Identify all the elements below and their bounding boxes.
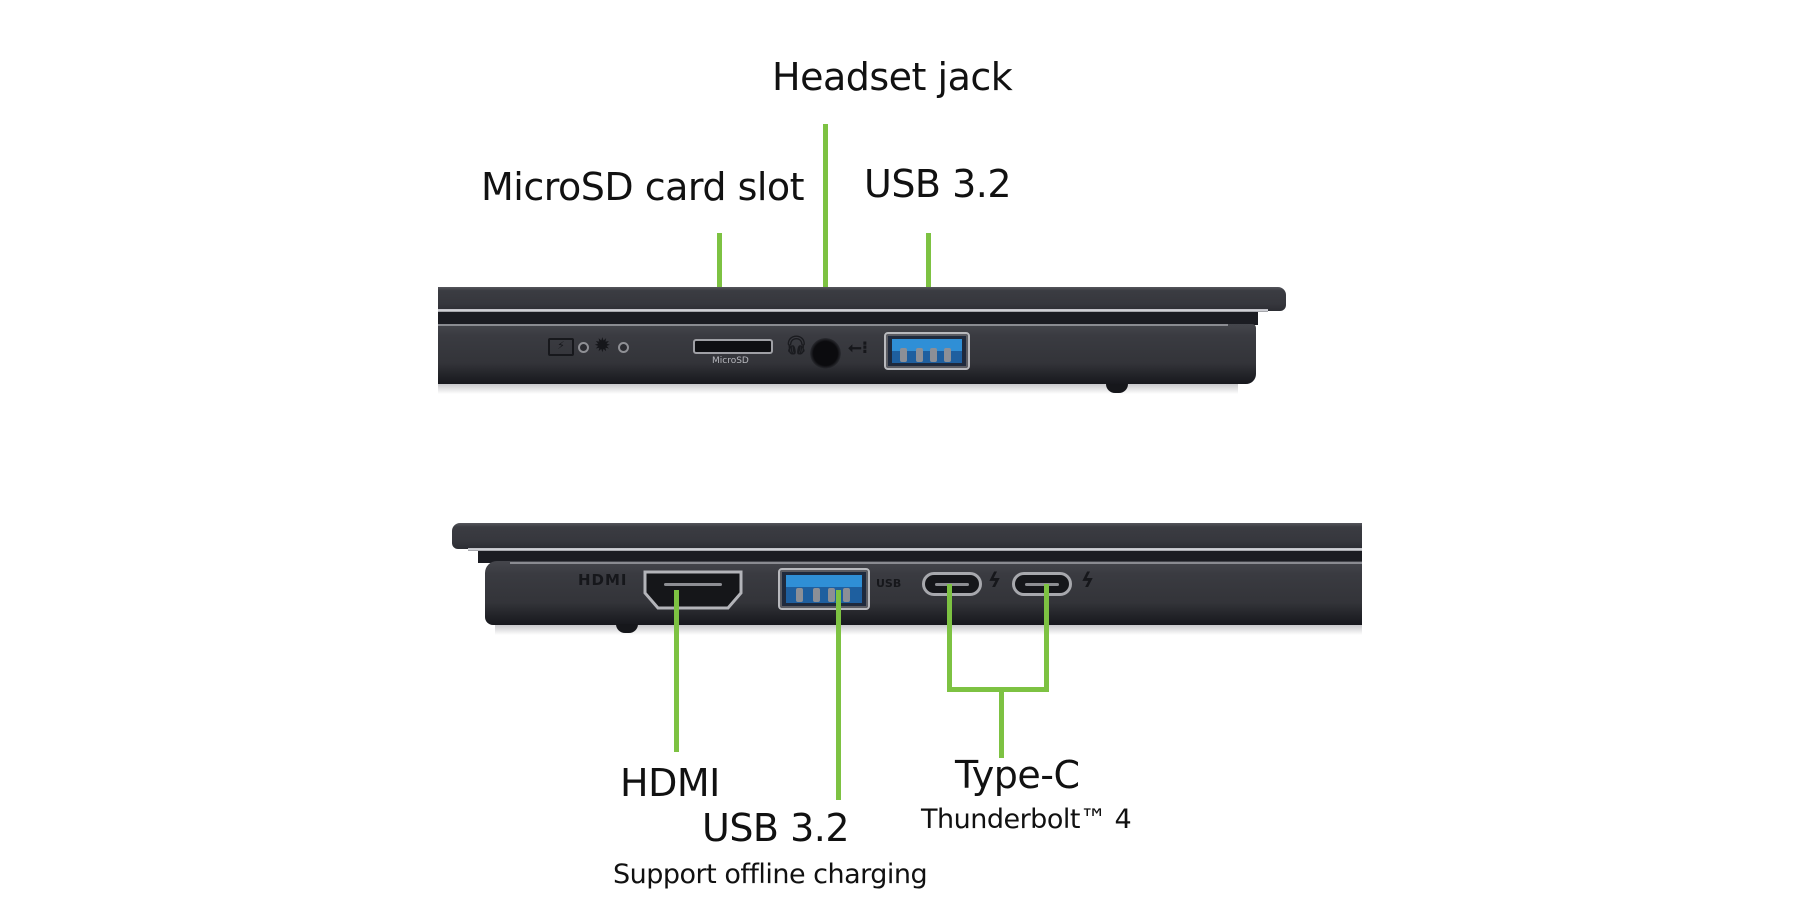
headset-icon: 🎧︎ xyxy=(785,335,808,356)
usb-pin xyxy=(930,348,937,362)
typec-bracket-stem xyxy=(999,690,1004,758)
usb-offline-charging-note: Support offline charging xyxy=(613,859,928,890)
base-edge xyxy=(438,324,1228,326)
foot xyxy=(616,624,638,633)
base xyxy=(485,561,1362,625)
status-led xyxy=(618,342,629,353)
usb-a-tongue xyxy=(786,575,862,587)
hdmi-port[interactable] xyxy=(642,569,744,611)
shadow xyxy=(438,384,1238,394)
headset-callout-line xyxy=(823,124,828,354)
foot xyxy=(1106,384,1128,393)
thunderbolt-note: Thunderbolt™ 4 xyxy=(921,804,1132,835)
hinge-gap xyxy=(478,551,1362,563)
usb-c-port[interactable] xyxy=(922,572,982,596)
usb-pin xyxy=(944,348,951,362)
power-light-icon: ✹ xyxy=(594,333,611,357)
thunderbolt-icon: ϟ xyxy=(988,568,1002,592)
microsd-slot-label: MicroSD card slot xyxy=(481,165,805,209)
usb-top-label: USB 3.2 xyxy=(864,162,1012,206)
usb-c-tongue xyxy=(935,583,969,586)
usb-pin xyxy=(900,348,907,362)
thunderbolt-icon: ϟ xyxy=(1081,568,1095,592)
usb-icon: ⭠⁝ xyxy=(848,338,869,358)
usb-pin xyxy=(813,588,820,602)
hdmi-label: HDMI xyxy=(620,761,720,805)
lid-edge xyxy=(438,309,1268,312)
microsd-slot[interactable] xyxy=(693,339,773,354)
usb-a-port[interactable] xyxy=(778,568,870,610)
usb-charging-icon: USB xyxy=(876,577,902,590)
usb-pin xyxy=(828,588,835,602)
typec-bracket-right xyxy=(1044,584,1049,690)
usb-c-port[interactable] xyxy=(1012,572,1072,596)
shadow xyxy=(495,625,1362,635)
hinge-gap xyxy=(438,312,1258,325)
usb-bottom-callout-line xyxy=(836,590,841,800)
usb-c-tongue xyxy=(1025,583,1059,586)
status-led xyxy=(578,342,589,353)
typec-bracket-bottom xyxy=(947,687,1049,692)
hdmi-callout-line xyxy=(674,590,679,752)
usb-pin xyxy=(796,588,803,602)
hdmi-caption: HDMI xyxy=(578,571,628,589)
base xyxy=(438,324,1256,384)
usb-pin xyxy=(843,588,850,602)
battery-charging-icon: ⚡ xyxy=(548,338,574,356)
usb-a-port[interactable] xyxy=(884,332,970,370)
lid xyxy=(438,287,1286,311)
base-edge xyxy=(510,562,1362,564)
lid xyxy=(452,523,1362,549)
usb-pin xyxy=(916,348,923,362)
headset-jack-label: Headset jack xyxy=(772,55,1013,99)
usb-bottom-label: USB 3.2 xyxy=(702,806,850,850)
typec-bracket-left xyxy=(947,584,952,690)
typec-label: Type-C xyxy=(955,753,1080,797)
lid-edge xyxy=(468,548,1362,551)
audio-jack[interactable] xyxy=(810,338,841,369)
microsd-caption: MicroSD xyxy=(712,356,749,366)
